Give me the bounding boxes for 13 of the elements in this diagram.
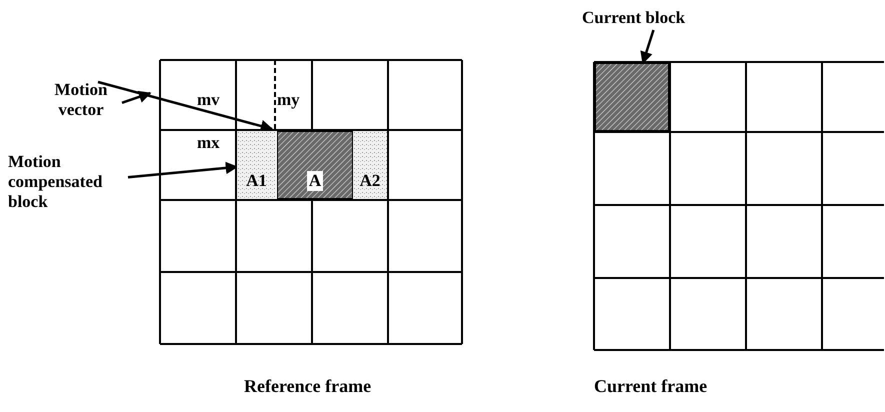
vector-label: mv <box>197 90 220 110</box>
hatched-block <box>595 63 669 131</box>
callout-text: Motion compensated block <box>8 152 128 212</box>
leader-line <box>122 90 152 104</box>
vector-label: my <box>277 90 300 110</box>
vector-label: mx <box>197 133 220 153</box>
hatched-block: A <box>277 131 353 199</box>
frame-caption: Reference frame <box>244 376 372 396</box>
callout-text: Current block <box>582 8 732 28</box>
dotted-block: A1 <box>237 131 276 199</box>
dotted-block: A2 <box>353 131 387 199</box>
frame-caption: Current frame <box>594 376 708 396</box>
callout-text: Motion vector <box>40 80 122 120</box>
